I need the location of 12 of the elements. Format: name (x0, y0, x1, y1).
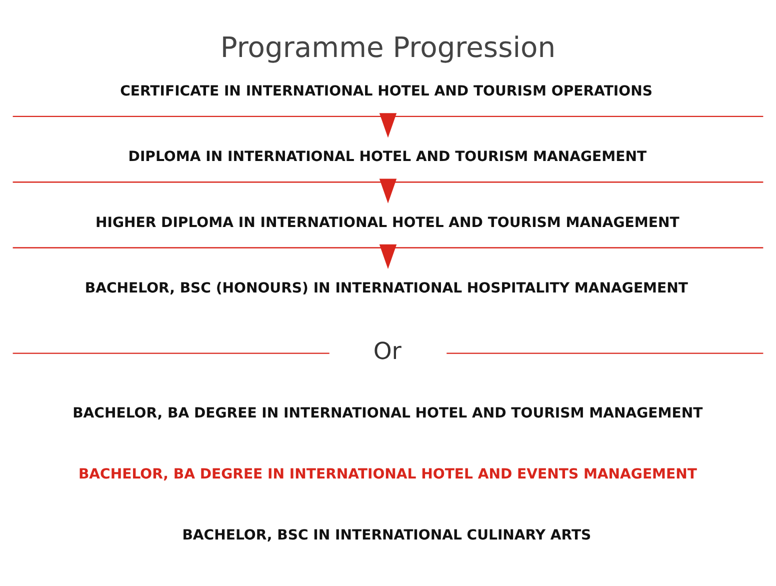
diagram-title: Programme Progression (220, 30, 556, 64)
arrow (379, 244, 397, 269)
arrow (379, 112, 397, 138)
label: BACHELOR, BSC IN INTERNATIONAL CULINARY ARTS (182, 526, 592, 543)
node-text: CERTIFICATE IN INTERNATIONAL HOTEL AND TOURISM OPERATIONS (120, 82, 652, 99)
label: BACHELOR, BA DEGREE IN INTERNATIONAL HOTEL AND TOURISM MANAGEMENT (72, 404, 703, 421)
arrow (379, 178, 397, 203)
label: Or (373, 336, 402, 365)
node-text: DIPLOMA IN INTERNATIONAL HOTEL AND TOURISM MANAGEMENT (128, 148, 647, 165)
label: BACHELOR, BA DEGREE IN INTERNATIONAL HOTEL AND EVENTS MANAGEMENT (78, 466, 697, 482)
node-text: BACHELOR, BSC (HONOURS) IN INTERNATIONAL HOSPITALITY MANAGEMENT (84, 280, 688, 296)
node-text: HIGHER DIPLOMA IN INTERNATIONAL HOTEL AND TOURISM MANAGEMENT (95, 214, 680, 230)
